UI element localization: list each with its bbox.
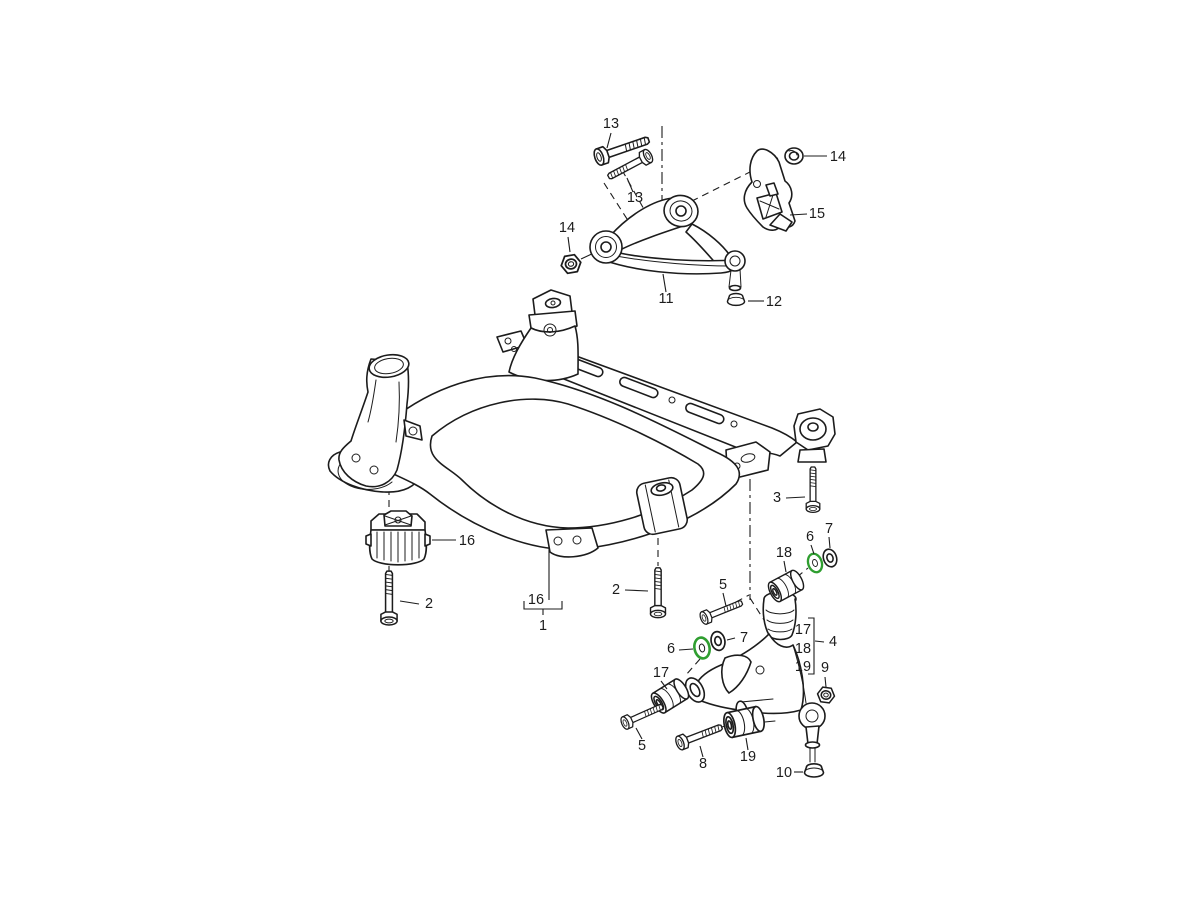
- callout-16-bottom: 16: [528, 592, 544, 608]
- callout-11: 11: [658, 291, 673, 307]
- callout-2-right: 2: [612, 582, 620, 598]
- nut-14-right: [784, 147, 804, 165]
- callout-9: 9: [821, 660, 829, 676]
- callout-13-upper: 13: [603, 116, 619, 132]
- callout-4: 4: [829, 634, 837, 650]
- callout-18-group: 18: [795, 641, 811, 657]
- callout-1: 1: [539, 618, 547, 634]
- washer-7-lower: [708, 629, 728, 653]
- nut-10: [803, 762, 825, 778]
- callout-6-lower: 6: [667, 641, 675, 657]
- bushing-19: [721, 704, 767, 740]
- mount-16-drawing: [365, 510, 431, 566]
- callout-19-group: 19: [795, 659, 811, 675]
- callout-15: 15: [809, 206, 825, 222]
- callout-17-group: 17: [795, 622, 811, 638]
- leader-lines: [399, 132, 831, 773]
- bolt-2-left: [380, 570, 398, 626]
- callout-5-lower: 5: [638, 738, 646, 754]
- callout-17-left: 17: [653, 665, 669, 681]
- callout-16-left: 16: [459, 533, 475, 549]
- nut-12: [726, 292, 746, 307]
- washer-7-upper: [820, 546, 840, 570]
- callout-5-upper: 5: [719, 577, 727, 593]
- washer-6-upper: [804, 550, 826, 576]
- callout-3: 3: [773, 490, 781, 506]
- callout-18-upper: 18: [776, 545, 792, 561]
- nut-9: [815, 685, 837, 705]
- callout-2-left: 2: [425, 596, 433, 612]
- bolt-3: [805, 466, 821, 513]
- callout-7-upper: 7: [825, 521, 833, 537]
- callout-10: 10: [776, 765, 792, 781]
- nut-14-left: [558, 252, 584, 276]
- bracket-15-drawing: [743, 148, 796, 232]
- callout-12: 12: [766, 294, 782, 310]
- callout-19-bottom: 19: [740, 749, 756, 765]
- upper-control-arm-drawing: [589, 194, 746, 292]
- callout-7-lower: 7: [740, 630, 748, 646]
- callout-6-upper: 6: [806, 529, 814, 545]
- bolt-5-upper: [697, 595, 746, 626]
- washer-6-lower: [691, 634, 713, 662]
- callout-8: 8: [699, 756, 707, 772]
- callout-14-right: 14: [830, 149, 846, 165]
- callout-13-lower: 13: [627, 190, 643, 206]
- lower-control-arm-drawing: [684, 591, 826, 763]
- callout-14-left: 14: [559, 220, 575, 236]
- bolt-2-right: [649, 567, 667, 619]
- bolt-5-lower: [618, 699, 666, 732]
- bolt-8: [673, 719, 725, 752]
- subframe-drawing: [327, 289, 836, 558]
